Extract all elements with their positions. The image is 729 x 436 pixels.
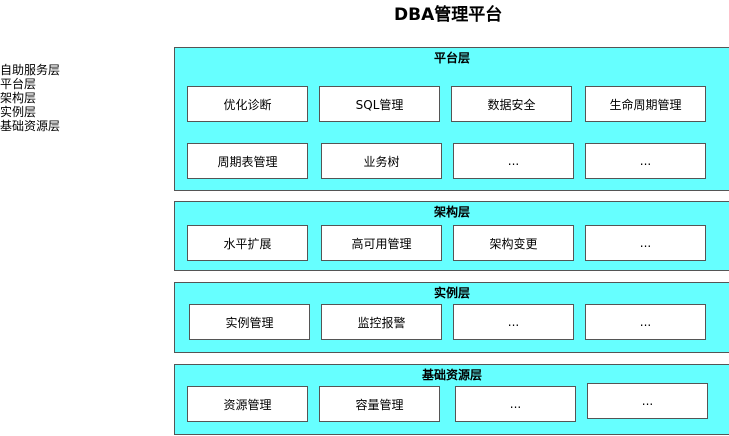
module-more-7: ... — [587, 383, 708, 419]
module-sql-management: SQL管理 — [319, 86, 440, 122]
module-more-6: ... — [455, 386, 576, 422]
module-more-2: ... — [585, 143, 706, 179]
instance-layer-title: 实例层 — [433, 286, 470, 300]
layer-list-item-instance: 实例层 — [0, 105, 37, 119]
module-instance-management: 实例管理 — [189, 304, 310, 340]
module-architecture-change: 架构变更 — [453, 225, 574, 261]
platform-layer: 平台层 优化诊断 SQL管理 数据安全 生命周期管理 周期表管理 业务树 ...… — [174, 47, 729, 191]
diagram-title: DBA管理平台 — [394, 5, 503, 25]
module-more-4: ... — [453, 304, 574, 340]
module-business-tree: 业务树 — [321, 143, 442, 179]
module-capacity-management: 容量管理 — [319, 386, 440, 422]
module-monitoring-alerts: 监控报警 — [321, 304, 442, 340]
layer-list-item-infrastructure: 基础资源层 — [0, 119, 61, 133]
module-lifecycle-management: 生命周期管理 — [585, 86, 706, 122]
module-optimization-diagnosis: 优化诊断 — [187, 86, 308, 122]
module-high-availability: 高可用管理 — [321, 225, 442, 261]
module-data-security: 数据安全 — [451, 86, 572, 122]
instance-layer: 实例层 实例管理 监控报警 ... ... — [174, 282, 729, 353]
infrastructure-layer: 基础资源层 资源管理 容量管理 ... ... — [174, 364, 729, 435]
layer-list-item-platform: 平台层 — [0, 77, 37, 91]
module-horizontal-scaling: 水平扩展 — [187, 225, 308, 261]
architecture-layer-title: 架构层 — [433, 205, 470, 219]
infrastructure-layer-title: 基础资源层 — [421, 368, 482, 382]
architecture-layer: 架构层 水平扩展 高可用管理 架构变更 ... — [174, 201, 729, 271]
layer-list-item-self-service: 自助服务层 — [0, 63, 61, 77]
layer-list: 自助服务层 平台层 架构层 实例层 基础资源层 — [0, 63, 60, 133]
module-resource-management: 资源管理 — [187, 386, 308, 422]
module-more-5: ... — [585, 304, 706, 340]
platform-layer-title: 平台层 — [433, 51, 470, 65]
module-more-1: ... — [453, 143, 574, 179]
module-periodic-table-management: 周期表管理 — [187, 143, 308, 179]
layer-list-item-architecture: 架构层 — [0, 91, 37, 105]
module-more-3: ... — [585, 225, 706, 261]
